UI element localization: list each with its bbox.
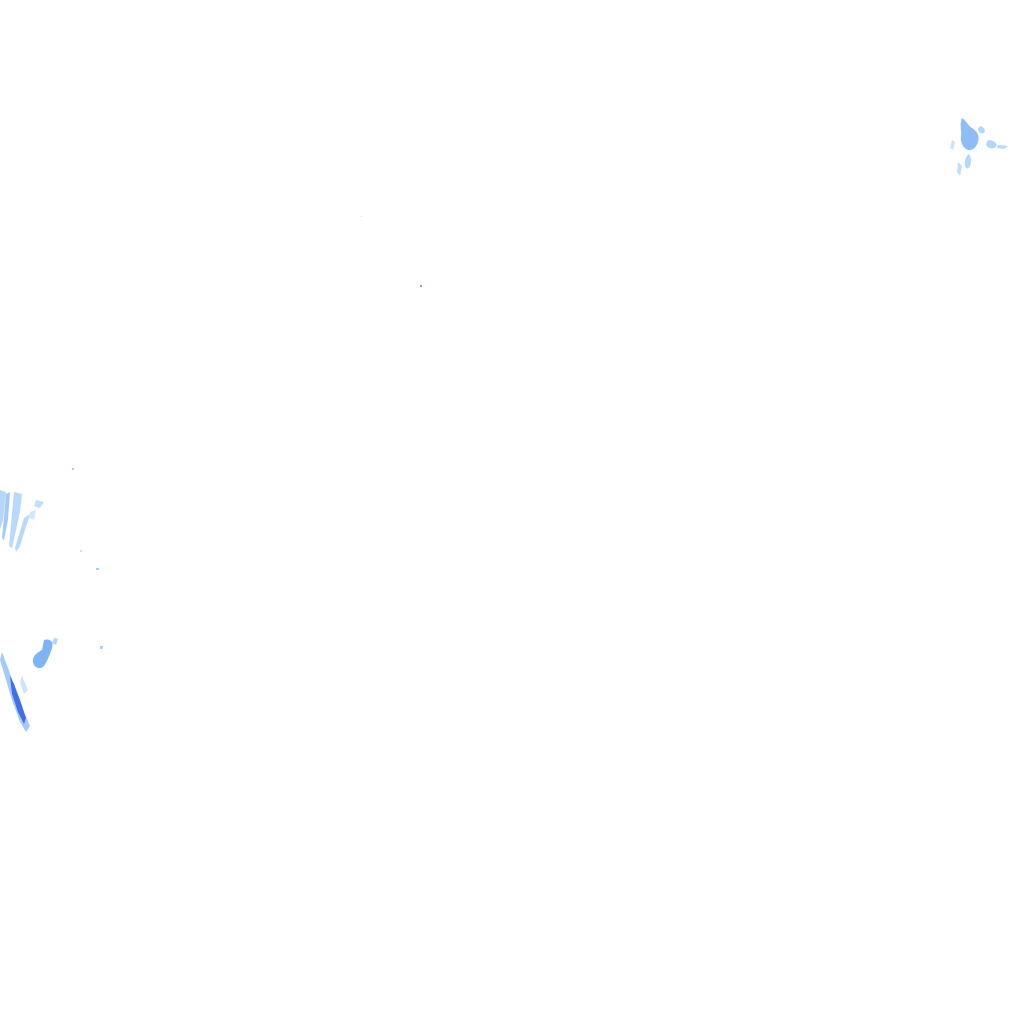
echo-streak <box>0 490 6 530</box>
echo-streak <box>9 492 22 548</box>
echo-blob <box>997 145 1008 149</box>
echo-streak <box>957 162 962 176</box>
echo-blob <box>960 118 979 151</box>
echo-blob <box>986 140 997 149</box>
echo-streak <box>20 676 28 694</box>
echo-speck <box>100 646 103 649</box>
echo-speck <box>72 468 74 470</box>
echo-blob <box>978 126 985 134</box>
echo-speck <box>420 285 422 287</box>
echo-speck <box>361 216 362 217</box>
echo-cluster-left-lower <box>0 638 58 732</box>
echo-streak-strong <box>10 676 26 724</box>
echo-streak <box>950 140 955 150</box>
echo-cluster-left-middle <box>0 490 44 552</box>
echo-streak <box>2 492 10 540</box>
echo-speck <box>96 568 99 570</box>
echo-cluster-upper-right <box>950 118 1008 176</box>
echo-blob <box>52 638 58 645</box>
echo-streak <box>29 510 36 520</box>
echo-specks <box>72 216 422 649</box>
echo-streak <box>34 500 44 508</box>
echo-streak <box>15 514 30 552</box>
echo-blob <box>32 639 53 669</box>
echo-speck <box>80 550 82 552</box>
echo-blob <box>964 154 972 169</box>
